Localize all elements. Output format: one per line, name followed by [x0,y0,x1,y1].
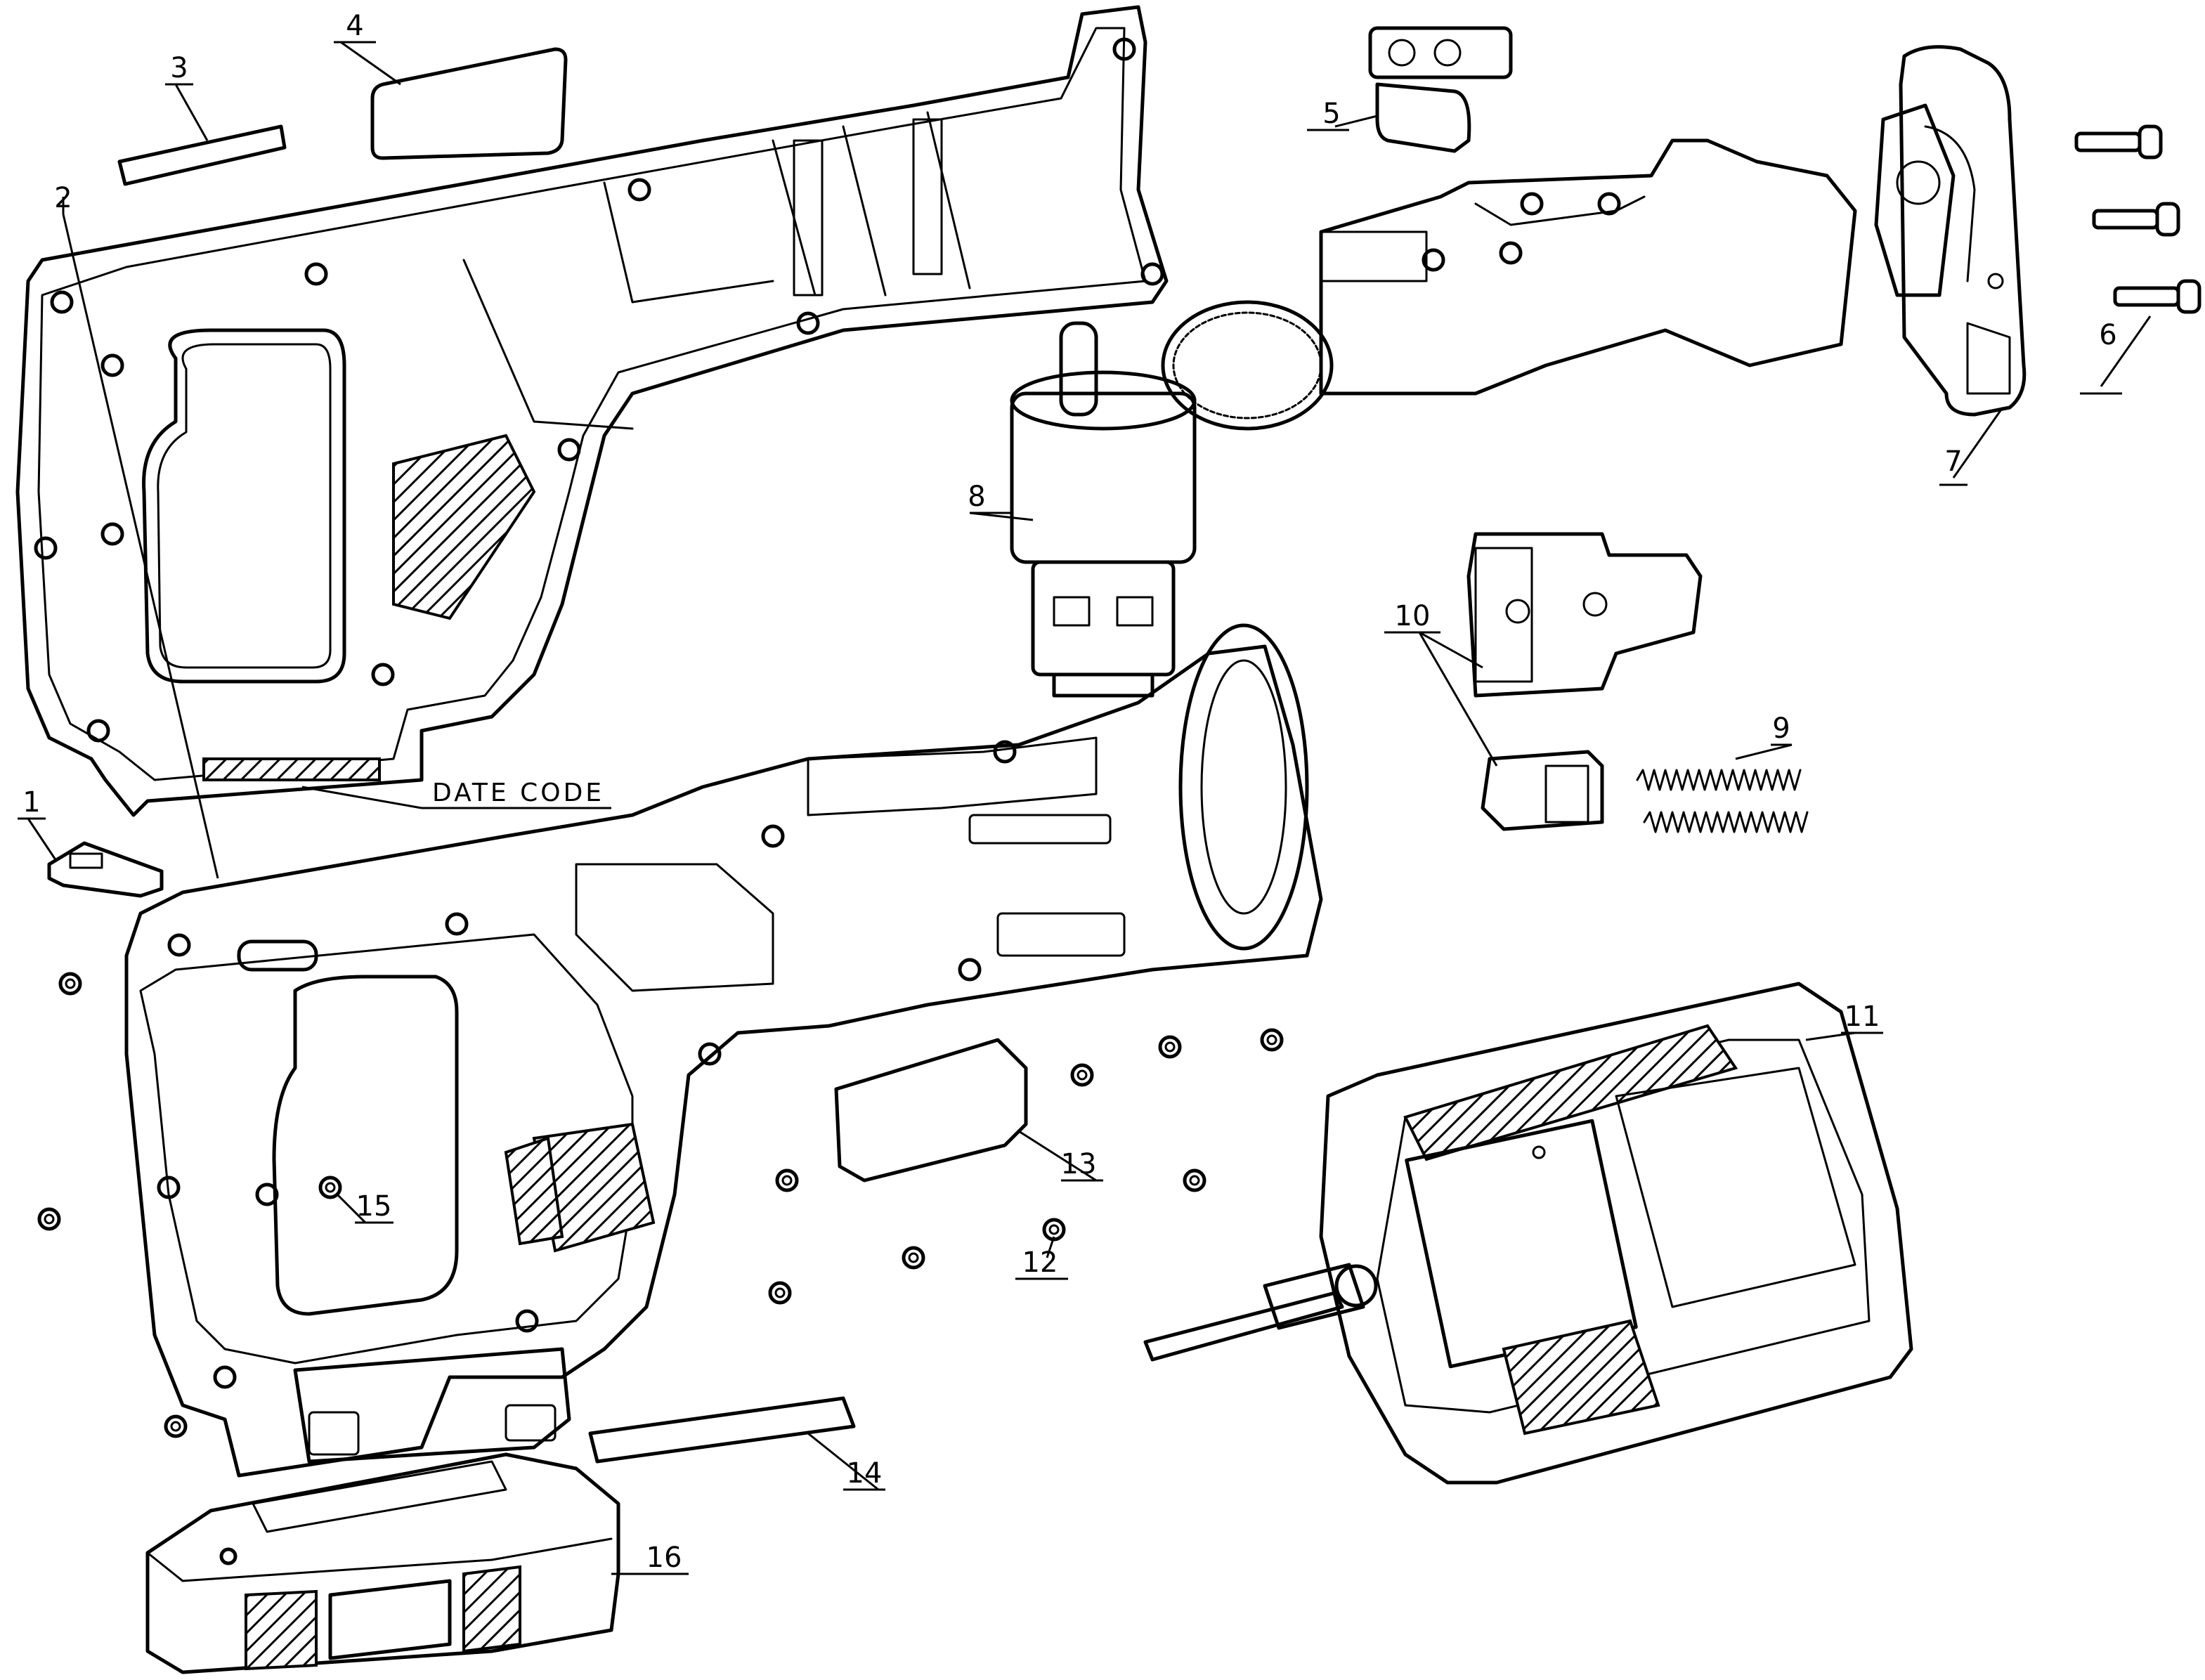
callout-11-label: 11 [1845,1001,1880,1033]
nameplate-label: 4 [334,10,568,160]
screw-set-12: 12 [768,1028,1284,1305]
housing-left-half [15,5,1169,817]
callout-15-label: 15 [356,1190,392,1223]
date-code-callout: DATE CODE [301,779,611,809]
callout-1-label: 1 [22,786,40,819]
callout-6-label: 6 [2099,319,2116,351]
housing-right-half [124,623,1323,1478]
callout-16-label: 16 [646,1542,682,1574]
battery-charger: 11 [1143,982,1913,1485]
callout-7-label: 7 [1944,445,1962,478]
callout-3-label: 3 [170,52,188,84]
callout-10-label: 10 [1395,600,1431,632]
callout-14-label: 14 [847,1457,883,1490]
callout-2: 2 [54,182,219,879]
callout-4-label: 4 [346,10,363,42]
callout-2-label: 2 [54,182,72,214]
screw-set-15: 15 [37,972,393,1438]
callout-5-label: 5 [1322,98,1340,130]
battery-latch-cover: 1 [18,786,164,898]
battery-label-strip: 14 [588,1396,885,1491]
battery-pack: 16 [145,1452,689,1674]
callout-13-label: 13 [1061,1148,1097,1180]
trigger-switch: 10 [1384,532,1703,831]
date-code-label: DATE CODE [432,779,604,807]
callout-12-label: 12 [1022,1246,1058,1279]
screw-set-6: 6 [2074,124,2201,395]
blade-release-lever: 5 [1307,26,1513,153]
springs: 9 [1636,712,1809,833]
callout-9-label: 9 [1772,712,1790,745]
label-strip: 3 [117,52,287,186]
warning-label: 13 [834,1038,1103,1183]
callout-8-label: 8 [968,481,985,513]
motor-gear-assembly: 8 [968,138,1857,698]
guard-shoe: 7 [1874,45,2027,486]
